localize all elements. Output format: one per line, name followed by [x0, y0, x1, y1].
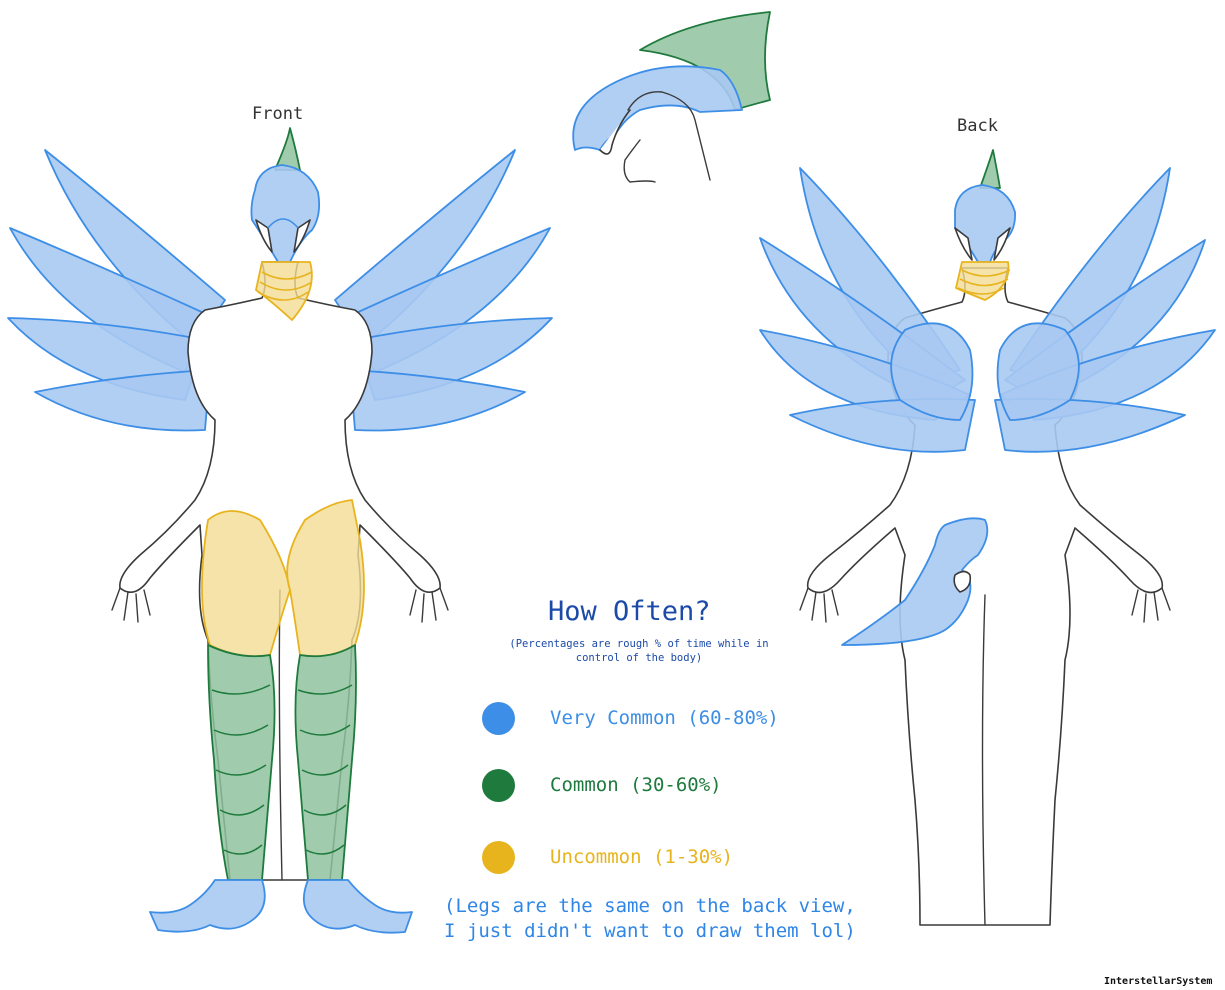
legend-item-common: Common (30-60%) — [482, 767, 722, 803]
front-foot-left — [150, 880, 265, 932]
footnote: (Legs are the same on the back view, I j… — [444, 894, 856, 944]
green-dot-icon — [482, 769, 515, 802]
front-shin-right — [295, 645, 356, 880]
front-figure — [8, 128, 552, 933]
legend-label-common: Common (30-60%) — [550, 774, 722, 796]
legend-label-uncommon: Uncommon (1-30%) — [550, 846, 733, 868]
side-head — [573, 66, 742, 150]
side-head-figure — [573, 12, 770, 182]
front-foot-right — [304, 880, 412, 933]
legend-title: How Often? — [548, 596, 711, 627]
front-shin-left — [208, 645, 275, 880]
front-head — [251, 165, 319, 262]
back-figure — [760, 150, 1215, 925]
artist-credit: InterstellarSystem — [1104, 976, 1212, 987]
front-head-crest — [275, 128, 300, 170]
yellow-dot-icon — [482, 841, 515, 874]
blue-dot-icon — [482, 702, 515, 735]
legend-label-very-common: Very Common (60-80%) — [550, 707, 779, 729]
legend-item-uncommon: Uncommon (1-30%) — [482, 839, 733, 875]
front-left-wings — [8, 150, 225, 431]
back-view-label: Back — [957, 116, 998, 136]
front-view-label: Front — [252, 104, 303, 124]
legend-item-very-common: Very Common (60-80%) — [482, 700, 779, 736]
front-right-wings — [335, 150, 552, 431]
legend-subtitle: (Percentages are rough % of time while i… — [505, 637, 773, 665]
back-head — [955, 185, 1015, 262]
back-head-crest — [980, 150, 1000, 188]
